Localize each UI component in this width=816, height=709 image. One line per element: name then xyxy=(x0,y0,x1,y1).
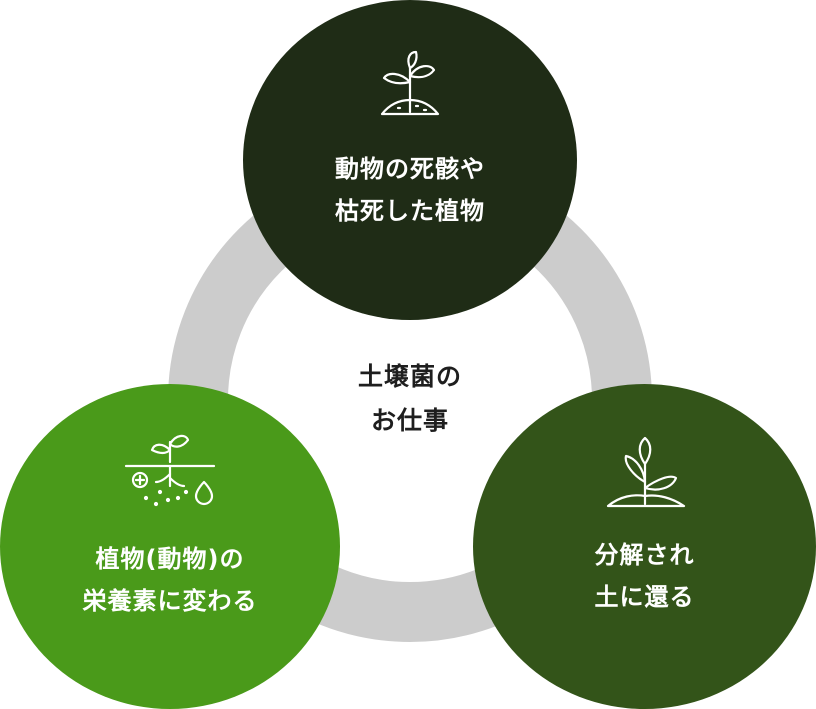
node-left-line1: 植物(動物)の xyxy=(95,545,245,573)
sprout-in-soil-icon xyxy=(370,42,450,122)
seedling-icon xyxy=(600,434,690,514)
center-title-line1: 土壌菌の xyxy=(357,362,462,391)
node-top-line1: 動物の死骸や xyxy=(335,155,485,183)
node-right-line1: 分解され xyxy=(594,541,695,569)
center-title: 土壌菌の お仕事 xyxy=(318,355,502,443)
node-right-line2: 土に還る xyxy=(594,583,695,611)
node-top-line2: 枯死した植物 xyxy=(335,197,485,225)
center-title-line2: お仕事 xyxy=(370,406,449,435)
node-nutrients: 植物(動物)の 栄養素に変わる xyxy=(0,384,340,709)
node-return-to-soil: 分解され 土に還る xyxy=(473,384,816,709)
node-left-line2: 栄養素に変わる xyxy=(82,587,258,615)
node-dead-organisms: 動物の死骸や 枯死した植物 xyxy=(243,0,577,320)
roots-nutrients-icon xyxy=(120,428,220,514)
